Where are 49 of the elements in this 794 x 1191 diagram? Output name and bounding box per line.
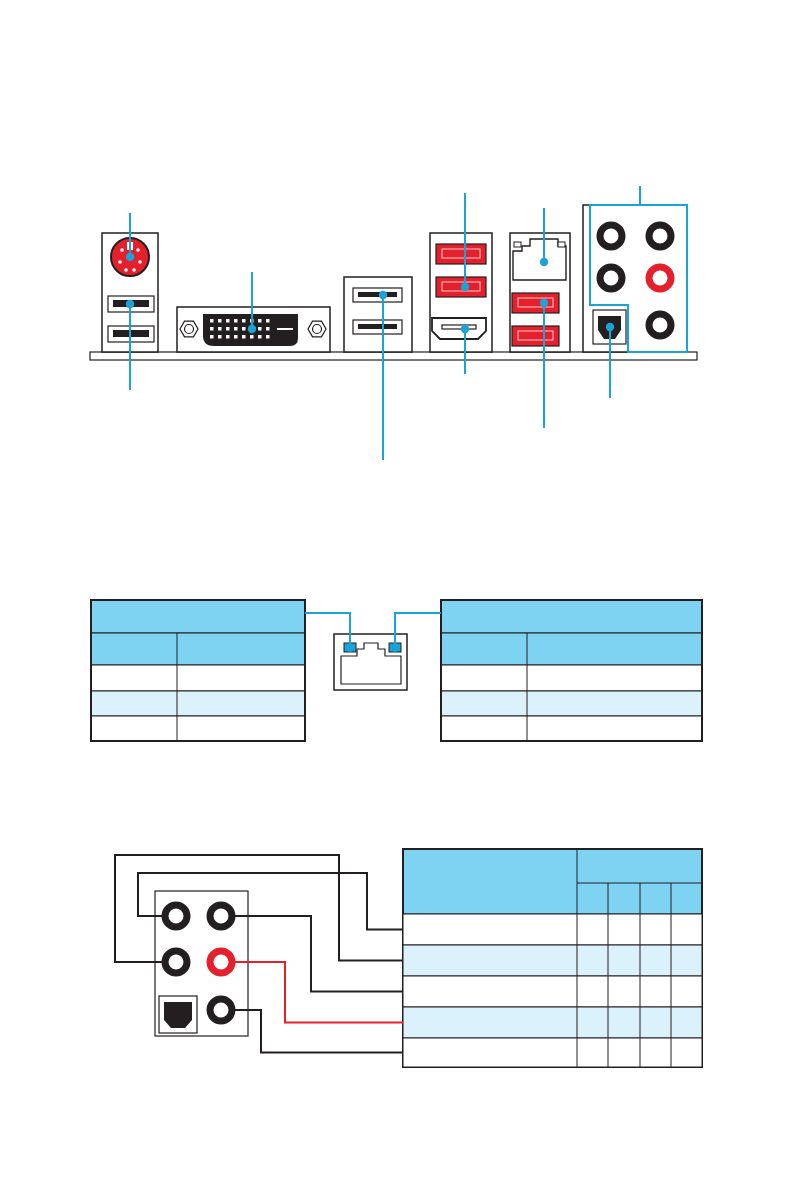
optical-port (592, 309, 627, 345)
usb-port (352, 287, 403, 303)
connector-line (390, 612, 442, 652)
audio-jack (206, 995, 236, 1025)
connector-line (304, 612, 355, 652)
leader-line (125, 212, 135, 262)
ps2-port (110, 237, 150, 277)
table-row (402, 1037, 703, 1068)
leader-line (378, 290, 388, 461)
usb-port (435, 243, 487, 265)
audio-jack (206, 947, 236, 977)
table-row (402, 944, 703, 977)
led-indicator (343, 642, 357, 653)
table-row (402, 913, 703, 946)
led-table (90, 599, 306, 742)
led-table (440, 599, 703, 742)
audio-jack (206, 901, 236, 931)
hdmi-port (431, 317, 487, 340)
audio-jack (161, 947, 191, 977)
audio-jack (161, 901, 191, 931)
audio-table (402, 848, 703, 1068)
audio-panel (154, 890, 249, 1037)
table-row (402, 1006, 703, 1039)
leader-line (247, 271, 257, 334)
usb-port (435, 276, 487, 298)
connector-line (234, 915, 404, 993)
usb-port (352, 319, 403, 335)
leader-line (639, 185, 641, 206)
leader-line (460, 324, 470, 375)
leader-line (539, 207, 549, 267)
usb-port (511, 292, 560, 314)
connector-line (234, 1009, 404, 1054)
connector-line (137, 872, 404, 931)
led-indicator (388, 642, 402, 653)
optical-port (158, 995, 198, 1034)
leader-line (460, 192, 470, 292)
lan-port (512, 238, 567, 281)
leader-line (125, 299, 135, 391)
leader-line (605, 322, 615, 399)
lan-port-drawing (333, 633, 408, 691)
usb-port (511, 325, 560, 347)
dvi-port (203, 314, 298, 346)
connector-line (234, 961, 404, 1024)
leader-line (539, 298, 549, 429)
connector-line (114, 854, 404, 963)
usb-port (107, 295, 155, 313)
table-row (402, 975, 703, 1008)
usb-port (107, 325, 155, 343)
audio-jack-outline (589, 204, 688, 353)
